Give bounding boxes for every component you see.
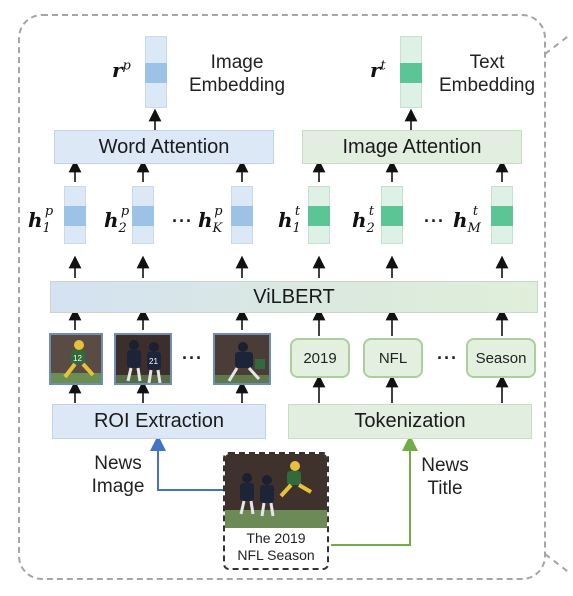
hidden-image-vector-1	[64, 186, 86, 244]
roi-dots: ···	[182, 348, 203, 368]
text-embedding-vector	[400, 36, 422, 108]
text-embedding-symbol: rt	[370, 58, 386, 82]
football-player-icon: 12	[51, 335, 101, 383]
hidden-text-label-m: hMt	[453, 204, 481, 236]
token-season: Season	[466, 338, 536, 378]
svg-text:12: 12	[73, 354, 82, 363]
svg-text:21: 21	[149, 357, 158, 366]
frame-connector	[545, 33, 572, 575]
hidden-text-vector-1	[308, 186, 330, 244]
token-2019: 2019	[290, 338, 350, 378]
hidden-text-dots: ···	[424, 211, 445, 231]
hidden-text-vector-2	[381, 186, 403, 244]
hidden-text-vector-m	[491, 186, 513, 244]
football-players-icon: 21	[116, 335, 170, 383]
vilbert-box: ViLBERT	[50, 281, 538, 313]
hidden-text-label-2: h2t	[352, 204, 375, 236]
roi-extraction-box: ROI Extraction	[52, 404, 266, 439]
roi-thumbnail-k	[213, 333, 271, 385]
news-image	[225, 454, 327, 528]
roi-thumbnail-1: 12	[49, 333, 103, 385]
word-attention-box: Word Attention	[54, 130, 274, 164]
image-embedding-symbol: rp	[112, 58, 131, 82]
hidden-image-vector-k	[231, 186, 253, 244]
roi-thumbnail-2: 21	[114, 333, 172, 385]
hidden-image-label-1: h1p	[28, 204, 54, 236]
image-attention-box: Image Attention	[302, 130, 522, 164]
hidden-image-label-k: hKp	[198, 204, 223, 236]
football-tackle-icon	[215, 335, 269, 383]
hidden-image-dots: ···	[172, 211, 193, 231]
token-nfl: NFL	[363, 338, 423, 378]
hidden-image-vector-2	[132, 186, 154, 244]
token-dots: ···	[437, 348, 458, 368]
hidden-image-label-2: h2p	[104, 204, 130, 236]
model-frame	[18, 14, 546, 580]
tokenization-box: Tokenization	[288, 404, 532, 439]
hidden-text-label-1: h1t	[278, 204, 301, 236]
image-embedding-vector	[145, 36, 167, 108]
